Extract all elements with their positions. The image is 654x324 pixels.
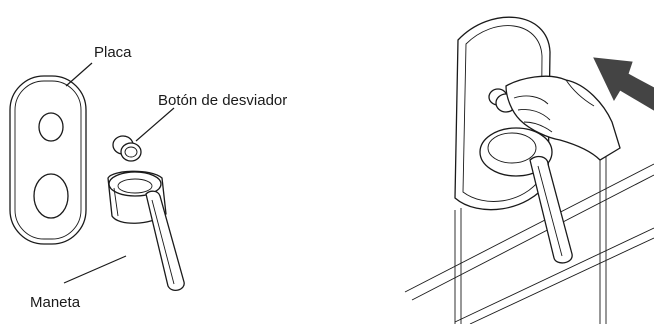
boton-leader bbox=[135, 107, 175, 142]
lever-handle bbox=[107, 170, 185, 292]
maneta-leader bbox=[63, 255, 127, 284]
hand-pressing-button bbox=[505, 75, 621, 161]
label-placa: Placa bbox=[94, 44, 132, 61]
installed-lever bbox=[479, 127, 573, 264]
push-arrow-icon bbox=[593, 57, 654, 111]
diverter-button bbox=[112, 135, 142, 162]
placa-leader bbox=[65, 62, 93, 87]
label-maneta: Maneta bbox=[30, 294, 81, 311]
wall-tiles bbox=[404, 148, 654, 324]
label-boton-desviador: Botón de desviador bbox=[158, 92, 287, 109]
cover-plate bbox=[9, 75, 87, 245]
